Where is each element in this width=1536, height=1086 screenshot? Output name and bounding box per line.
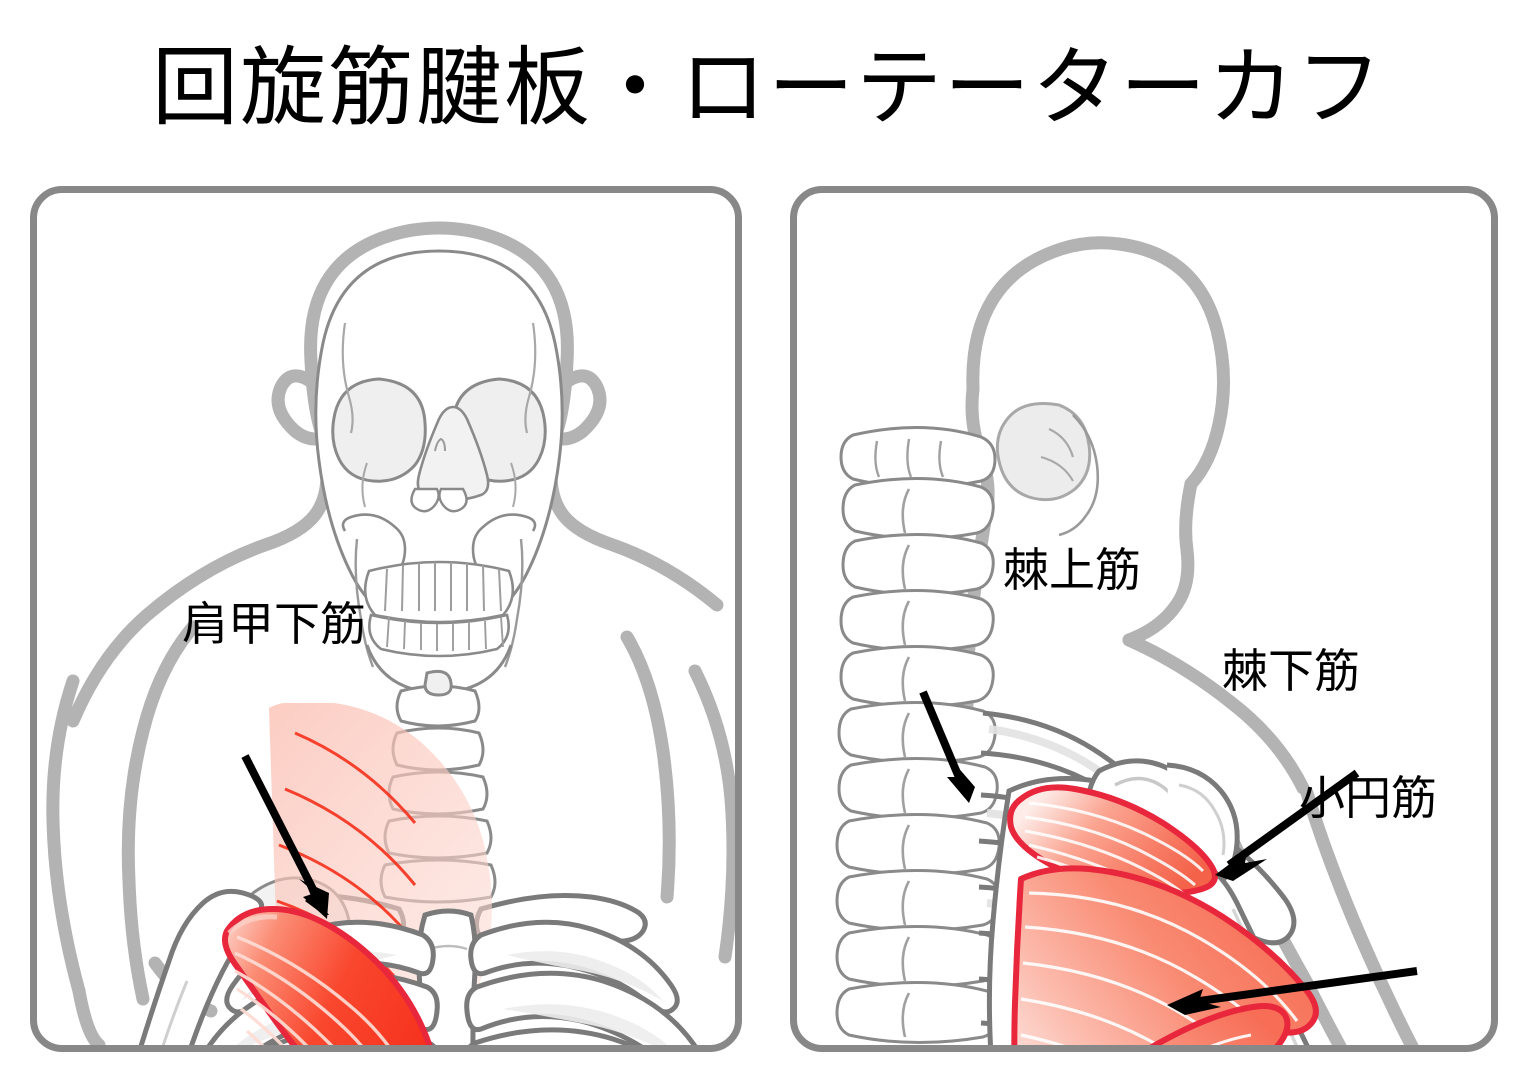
teres-minor-striations xyxy=(1210,1033,1252,1045)
page-title: 回旋筋腱板・ローテーターカフ xyxy=(152,40,1384,136)
label-teres-minor: 小円筋 xyxy=(1299,772,1437,824)
spine-posterior xyxy=(835,426,1001,1044)
label-subscapularis: 肩甲下筋 xyxy=(182,598,366,650)
ribs-right xyxy=(464,919,698,1045)
anterior-skeleton-illustration xyxy=(46,221,735,1045)
arrow-to-subscapularis xyxy=(241,754,329,919)
arrow-to-teres-minor xyxy=(1167,967,1418,1015)
label-supraspinatus: 棘上筋 xyxy=(1003,544,1141,596)
anterior-view-panel xyxy=(30,186,742,1052)
arrow-to-supraspinatus xyxy=(919,690,975,803)
subscapularis-striations xyxy=(234,935,390,1045)
posterior-skeleton-illustration xyxy=(835,236,1419,1045)
ribs-right-shading xyxy=(503,951,668,1045)
arrow-to-infraspinatus xyxy=(1215,769,1360,881)
skull xyxy=(314,249,564,695)
muscle-teres-minor xyxy=(1149,1003,1291,1045)
skull-posterior xyxy=(995,402,1100,537)
muscle-subscapularis xyxy=(222,906,433,1045)
posterior-view-panel xyxy=(790,186,1498,1052)
humerus-left-shading xyxy=(161,980,189,1045)
label-infraspinatus: 棘下筋 xyxy=(1222,645,1360,697)
